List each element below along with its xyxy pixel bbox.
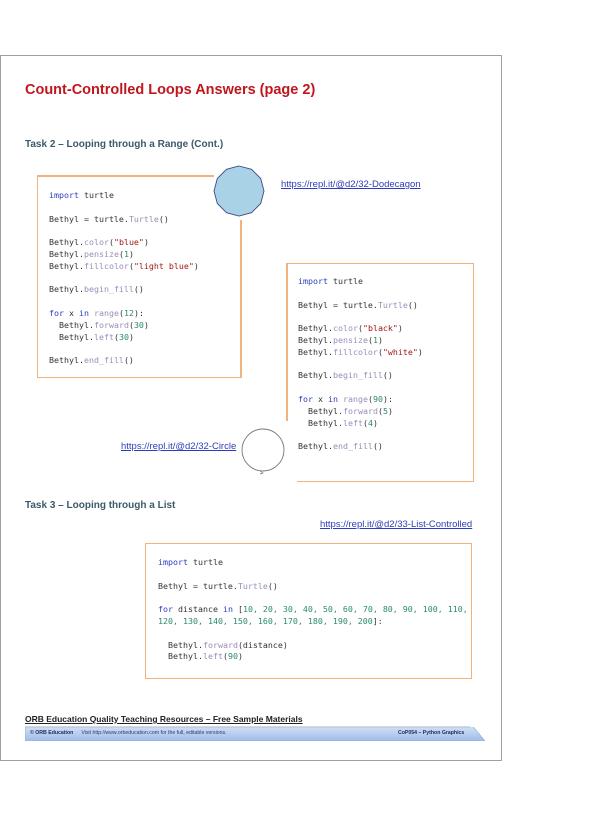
page-title: Count-Controlled Loops Answers (page 2) [25, 82, 316, 98]
code-circle: import turtle Bethyl = turtle.Turtle() B… [298, 276, 423, 452]
code-box-dodecagon [37, 175, 242, 378]
code-dodecagon: import turtle Bethyl = turtle.Turtle() B… [49, 190, 199, 366]
footer-copyright-line: © ORB Education Visit http://www.orbeduca… [30, 730, 227, 736]
footer-copyright: © ORB Education [30, 730, 74, 736]
footer-course-code: CoP054 – Python Graphics [398, 730, 465, 736]
footer-visit-text: Visit http://www.orbeducation.com for th… [81, 730, 227, 736]
footer-divider [25, 726, 470, 727]
list-controlled-link[interactable]: https://repl.it/@d2/33-List-Controlled [320, 519, 473, 530]
code-list: import turtle Bethyl = turtle.Turtle() f… [158, 557, 468, 662]
footer-title: ORB Education Quality Teaching Resources… [25, 714, 303, 724]
code-box-circle [286, 263, 474, 482]
circle-link[interactable]: https://repl.it/@d2/32-Circle [121, 441, 237, 452]
task3-heading: Task 3 – Looping through a List [25, 500, 176, 511]
code-box-border-left [286, 263, 288, 421]
code-box-list [145, 543, 472, 679]
circle-output-image [241, 428, 285, 475]
code-box-border-right [240, 220, 242, 378]
task2-heading: Task 2 – Looping through a Range (Cont.) [25, 139, 224, 150]
code-box-border-top [37, 175, 214, 177]
code-box-border-bottom [297, 480, 474, 482]
dodecagon-output-image [213, 165, 265, 217]
dodecagon-link[interactable]: https://repl.it/@d2/32-Dodecagon [281, 179, 421, 190]
footer-banner [25, 727, 485, 741]
